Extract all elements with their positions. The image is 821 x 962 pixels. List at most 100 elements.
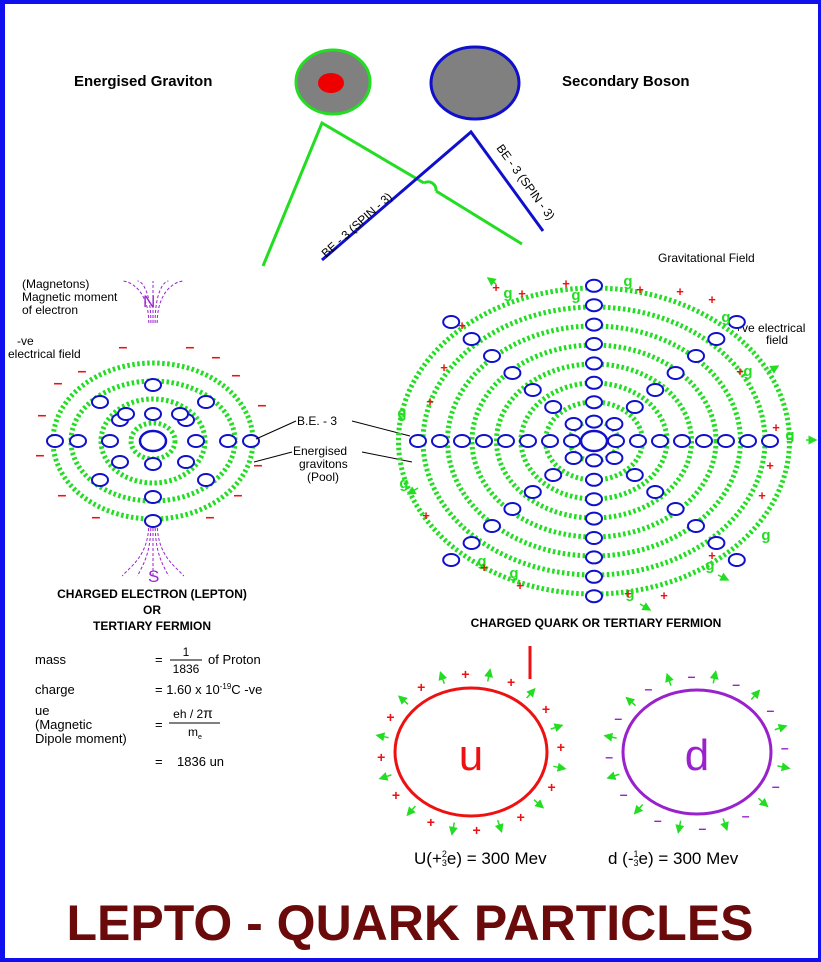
field-arrow (550, 723, 564, 732)
quark-node (629, 434, 647, 448)
quark-field-decorations: ++++++++++++–––––––––––– (375, 666, 791, 838)
g-label: g (503, 285, 512, 302)
quark-node (564, 451, 583, 465)
electron-node (91, 395, 109, 409)
minus-sign: – (54, 375, 63, 392)
electron-node (144, 457, 162, 471)
energised-label: Energised (293, 444, 347, 458)
field-arrow (606, 771, 620, 780)
quark-node (523, 383, 542, 397)
be3-spin-label-right: BE - 3 (SPIN - 3) (494, 142, 558, 223)
field-arrow (533, 799, 545, 809)
plus-sign: + (660, 588, 668, 603)
plus-sign: + (676, 284, 684, 299)
quark-node (585, 375, 603, 390)
plus-sign: + (518, 286, 526, 301)
quark-node (646, 383, 665, 397)
ue-result: = 1836 un (155, 754, 224, 769)
gravitational-field-label: Gravitational Field (658, 251, 755, 265)
field-arrow (774, 724, 788, 733)
secondary-boson-circle (429, 45, 521, 121)
minus-sign: – (258, 397, 267, 414)
pool-label: (Pool) (307, 470, 339, 484)
energised-pointer-left (253, 451, 293, 463)
charge-label: charge (35, 682, 75, 697)
quark-node (607, 434, 625, 448)
boson-line (321, 129, 545, 262)
up-quark-plus: + (542, 701, 550, 717)
quark-node (431, 434, 449, 448)
electron-node (171, 407, 189, 421)
quark-node (727, 553, 746, 567)
plus-sign: + (708, 292, 716, 307)
field-line (137, 522, 152, 577)
plus-sign: + (422, 508, 430, 523)
electron-caption-2: OR (143, 603, 161, 617)
ue-numerator: eh / 2π (173, 705, 213, 721)
electron-node (242, 434, 260, 448)
mass-numerator: 1 (183, 645, 190, 659)
down-quark-minus: – (605, 749, 613, 765)
g-label: g (721, 309, 730, 326)
quark-node (483, 519, 501, 533)
quark-node (585, 414, 603, 429)
g-label: g (625, 585, 634, 602)
quark-node (544, 400, 563, 414)
quark-node (625, 468, 644, 482)
g-label: g (705, 557, 714, 574)
magnetic-label: (Magnetic (35, 717, 93, 732)
down-quark-minus: – (772, 778, 780, 794)
down-quark-minus: – (742, 807, 750, 823)
up-quark-plus: + (517, 809, 525, 825)
electron-node (101, 434, 119, 448)
down-quark-minus: – (781, 739, 789, 755)
quark-orbit (396, 285, 792, 597)
up-quark-plus: + (386, 709, 394, 725)
down-quark-minus: – (654, 812, 662, 828)
minus-sign: – (38, 407, 47, 424)
quark-node (585, 298, 603, 313)
secondary-boson-label: Secondary Boson (562, 73, 690, 90)
minus-sign: – (186, 339, 195, 356)
electron-node (46, 434, 64, 448)
quark-node (453, 434, 471, 448)
quark-node (707, 536, 726, 550)
field-arrow (777, 762, 791, 772)
magnetic-moment-label: Magnetic moment (22, 290, 118, 304)
field-arrow (750, 689, 761, 701)
quark-node (519, 434, 537, 448)
minus-sign: – (119, 339, 128, 356)
minus-sign: – (212, 349, 221, 366)
quark-node (563, 434, 581, 448)
minus-sign: – (58, 487, 67, 504)
quark-node (585, 492, 603, 507)
quark-node (585, 511, 603, 526)
quark-node (585, 278, 603, 293)
quark-node (707, 332, 726, 346)
quark-node (585, 356, 603, 371)
ve-electrical-label: +ve electrical (735, 321, 805, 335)
quark-node (605, 451, 624, 465)
plus-sign: + (458, 318, 466, 333)
field-arrow (633, 803, 644, 815)
field-arrow (406, 805, 416, 817)
up-quark-plus: + (547, 779, 555, 795)
quark-node (717, 434, 735, 448)
up-quark-circle (393, 686, 549, 818)
field-arrow (603, 732, 617, 742)
electron-node (117, 407, 135, 421)
quark-node (497, 434, 515, 448)
quark-node (687, 349, 705, 363)
north-pole-label: N (143, 292, 155, 311)
mass-denominator: 1836 (173, 662, 200, 676)
field-arrow (553, 762, 567, 772)
quark-node (585, 395, 603, 410)
down-quark-minus: – (766, 702, 774, 718)
minus-sign: – (36, 447, 45, 464)
quark-node (605, 417, 624, 431)
plus-sign: + (480, 560, 488, 575)
field-arrow (438, 670, 448, 684)
plus-sign: + (708, 548, 716, 563)
